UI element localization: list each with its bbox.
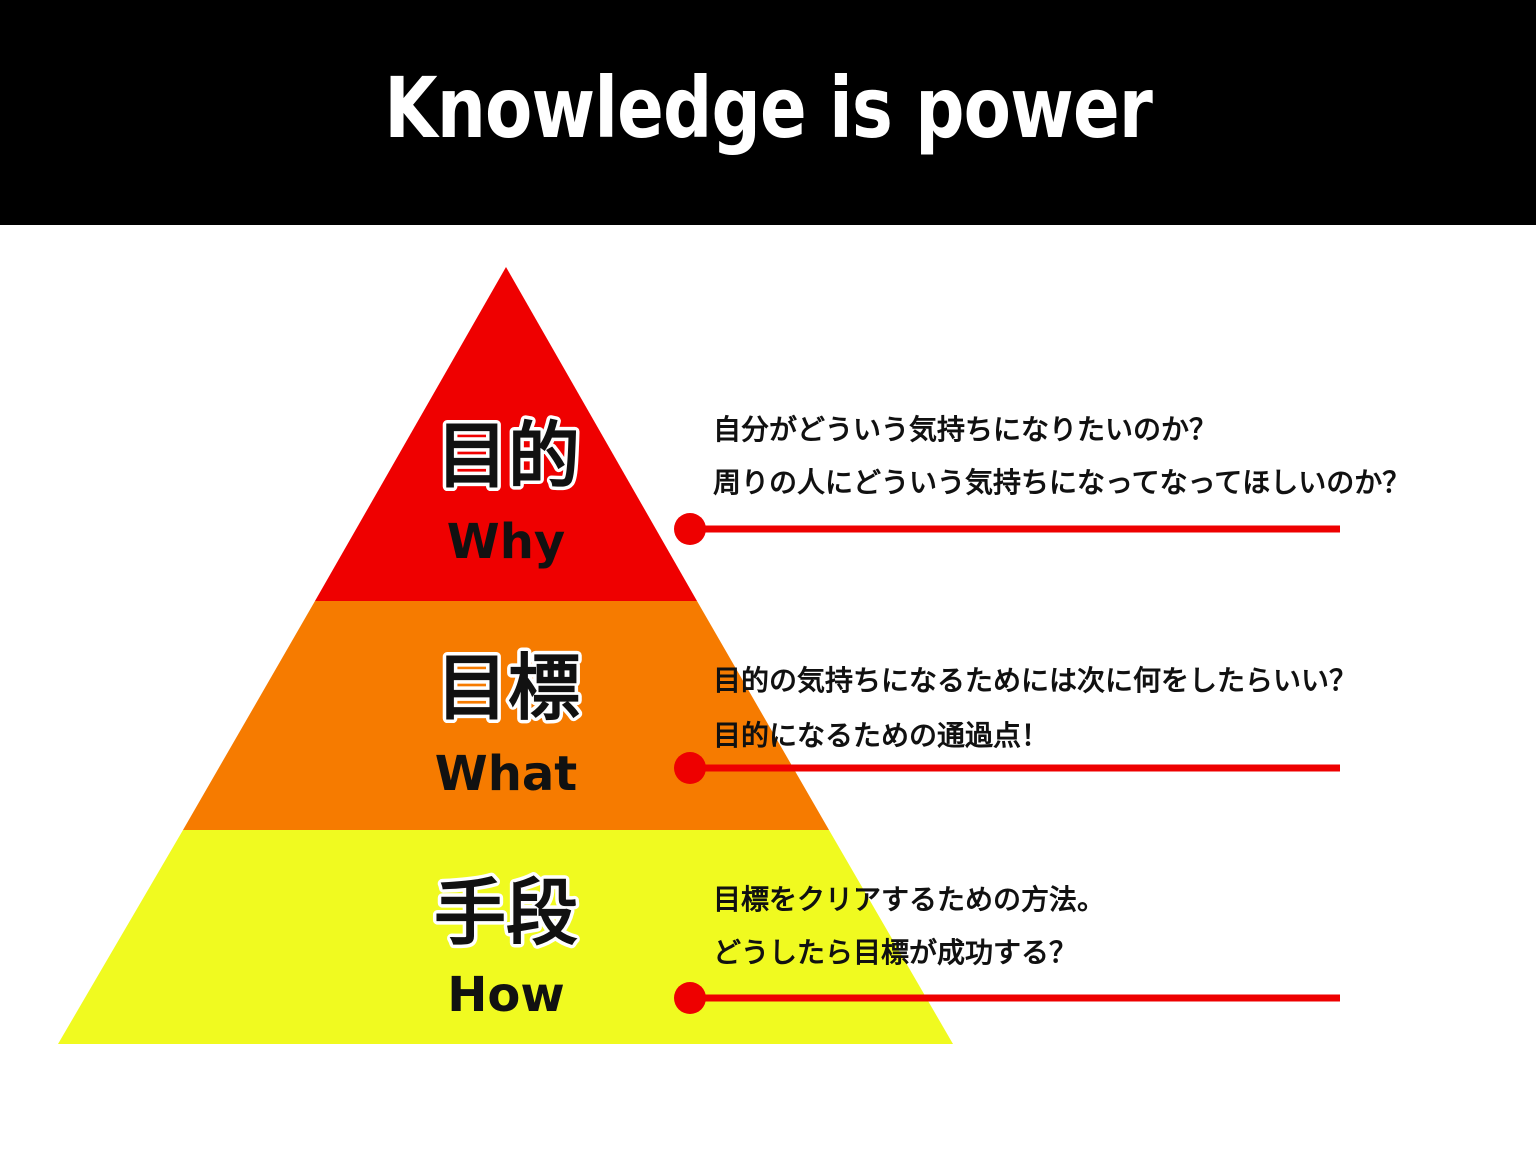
tier-what-kanji: 目標 (436, 646, 580, 730)
pyramid-tier-what (183, 601, 829, 830)
connector-dot-how (674, 982, 706, 1014)
tier-what-english: What (435, 746, 577, 802)
tier-why-kanji: 目的 (436, 414, 580, 498)
tier-how-english: How (447, 967, 565, 1023)
why-description-line-1: 自分がどういう気持ちになりたいのか？ (713, 413, 1217, 446)
connector-dot-what (674, 752, 706, 784)
connector-dot-why (674, 513, 706, 545)
tier-how-kanji: 手段 (434, 871, 578, 955)
pyramid-tier-why (315, 267, 697, 601)
how-description-line-1: 目標をクリアするための方法。 (713, 883, 1105, 916)
page-title: Knowledge is power (384, 58, 1153, 157)
why-description-line-2: 周りの人にどういう気持ちになってなってほしいのか？ (713, 466, 1410, 499)
pyramid-tier-how (58, 830, 953, 1044)
how-description-line-2: どうしたら目標が成功する？ (713, 936, 1077, 969)
title-banner: Knowledge is power (0, 0, 1536, 225)
what-description-line-2: 目的になるための通過点！ (713, 719, 1049, 752)
what-description-line-1: 目的の気持ちになるためには次に何をしたらいい？ (713, 664, 1357, 697)
tier-why-english: Why (447, 514, 565, 570)
pyramid-diagram: 目的 Why 目標 What 手段 How 自分がどういう気持ちになりたいのか？… (58, 267, 1410, 1044)
